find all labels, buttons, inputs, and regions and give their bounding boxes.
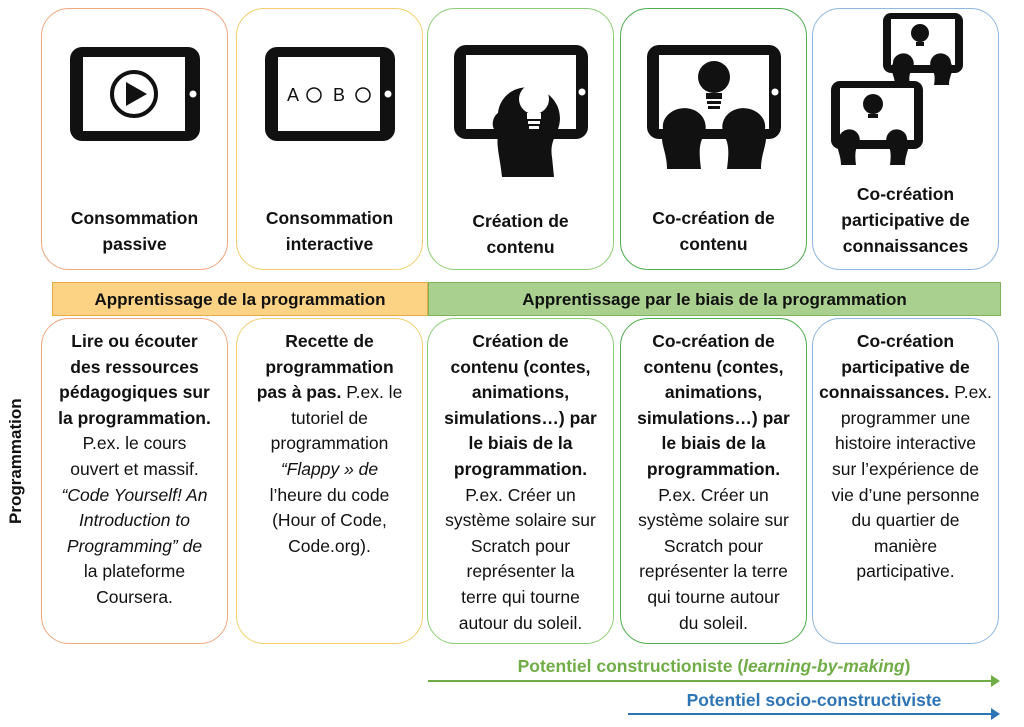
desc-line: programmer une xyxy=(840,407,971,428)
desc-line: programmation xyxy=(265,356,394,377)
desc-line: vie d’une personne xyxy=(831,484,980,505)
desc-line: pas à pas. P.ex. le xyxy=(256,382,403,403)
two-heads-lightbulb-tablet-icon xyxy=(621,39,806,169)
desc-text: Recette de programmation pas à pas. P.ex. … xyxy=(243,329,416,559)
desc-line: simulations…) par xyxy=(637,407,790,428)
card-desc-interactive: Recette de programmation pas à pas. P.ex. … xyxy=(236,318,423,644)
desc-line: P.ex. Créer un xyxy=(658,484,769,505)
desc-line: animations, xyxy=(664,382,763,403)
desc-line: P.ex. le cours xyxy=(82,433,187,454)
desc-line: système solaire sur xyxy=(445,510,596,531)
desc-line: la programmation. xyxy=(58,407,211,428)
desc-line: participative de xyxy=(841,356,970,377)
desc-line: histoire interactive xyxy=(834,433,977,454)
networked-tablets-icon xyxy=(813,9,998,169)
desc-line: contenu (contes, xyxy=(450,356,591,377)
desc-line: Introduction to xyxy=(79,510,190,531)
desc-line: tutoriel de xyxy=(291,407,368,428)
desc-line: programmation. xyxy=(646,458,781,479)
desc-text: Création de contenu (contes, animations, si… xyxy=(434,329,607,636)
desc-line: du soleil. xyxy=(678,612,749,633)
desc-text: Co-création de contenu (contes, animations… xyxy=(627,329,800,636)
icon-text-a: A xyxy=(287,85,299,105)
desc-line: simulations…) par xyxy=(444,407,597,428)
card-desc-passive: Lire ou écouter des ressources pédagogique… xyxy=(41,318,228,644)
desc-line: l’heure du code xyxy=(269,484,390,505)
desc-line: Co-création xyxy=(856,331,955,351)
desc-text: Co-création participative de connaissances… xyxy=(819,329,992,585)
desc-line: “Flappy » de xyxy=(280,458,379,479)
desc-line: terre qui tourne xyxy=(461,586,580,607)
desc-line: programmation. xyxy=(453,458,588,479)
band-learning-through-programming: Apprentissage par le biais de la program… xyxy=(428,282,1001,316)
desc-line: manière xyxy=(873,535,938,556)
desc-line: le biais de la xyxy=(661,433,766,454)
desc-line: Scratch pour xyxy=(470,535,571,556)
desc-line: animations, xyxy=(471,382,570,403)
constructionist-arrow xyxy=(428,675,1000,687)
desc-line: Scratch pour xyxy=(663,535,764,556)
desc-line: Création de xyxy=(472,331,569,351)
socio-constructivist-arrow xyxy=(628,708,1000,720)
desc-line: contenu (contes, xyxy=(643,356,784,377)
desc-line: Code.org). xyxy=(288,535,371,556)
card-desc-cocreation: Co-création de contenu (contes, animations… xyxy=(620,318,807,644)
desc-line: P.ex. Créer un xyxy=(465,484,576,505)
card-desc-participative: Co-création participative de connaissances… xyxy=(812,318,999,644)
desc-line: programmation xyxy=(270,433,389,454)
desc-line: ouvert et massif. xyxy=(70,458,199,479)
desc-text: Lire ou écouter des ressources pédagogique… xyxy=(48,329,221,611)
desc-line: le biais de la xyxy=(468,433,573,454)
desc-line: participative. xyxy=(856,561,955,582)
head-lightbulb-tablet-icon xyxy=(428,37,613,177)
side-label-programmation: Programmation xyxy=(6,398,25,524)
desc-line: connaissances. P.ex. xyxy=(819,382,992,403)
desc-line: représenter la terre xyxy=(639,561,788,582)
desc-line: (Hour of Code, xyxy=(272,510,387,531)
icon-text-b: B xyxy=(333,85,345,105)
desc-line: des ressources xyxy=(70,356,199,377)
desc-line: Recette de xyxy=(285,331,374,351)
constructionist-label: Potentiel constructioniste (learning-by-… xyxy=(517,656,911,676)
desc-line: “Code Yourself! An xyxy=(61,484,208,505)
desc-line: Programming” de xyxy=(66,535,203,556)
desc-line: représenter la xyxy=(466,561,575,582)
quiz-tablet-icon: A B xyxy=(237,39,422,169)
desc-line: sur l’expérience de xyxy=(832,458,979,479)
desc-line: qui tourne autour xyxy=(647,586,780,607)
desc-line: la plateforme xyxy=(83,561,186,582)
video-play-tablet-icon xyxy=(42,39,227,169)
socio-constructivist-label: Potentiel socio-constructiviste xyxy=(686,690,942,710)
desc-line: Coursera. xyxy=(96,586,173,607)
desc-line: Lire ou écouter xyxy=(71,331,198,351)
desc-line: système solaire sur xyxy=(638,510,789,531)
desc-line: autour du soleil. xyxy=(458,612,583,633)
desc-line: Co-création de xyxy=(652,331,775,351)
card-desc-creation: Création de contenu (contes, animations, si… xyxy=(427,318,614,644)
desc-line: pédagogiques sur xyxy=(59,382,210,403)
band-learning-programming: Apprentissage de la programmation xyxy=(52,282,428,316)
desc-line: du quartier de xyxy=(851,510,960,531)
